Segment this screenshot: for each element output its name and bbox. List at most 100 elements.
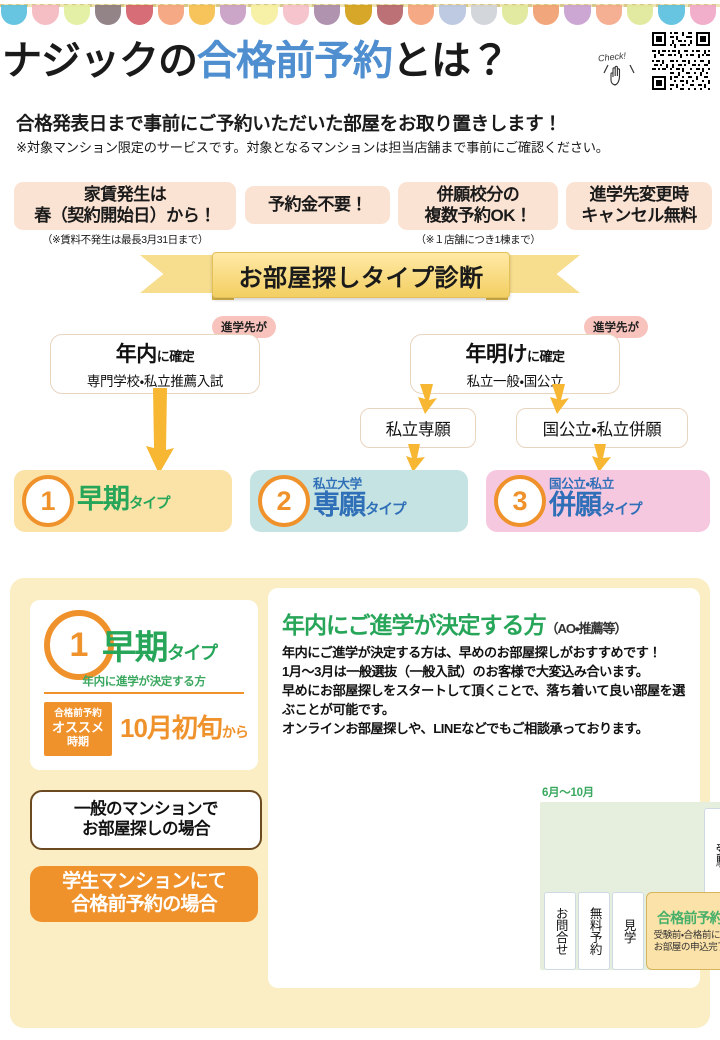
flow-left-strong: 年内 xyxy=(115,343,158,366)
benefit-pill-text: 併願校分の複数予約OK！ xyxy=(424,185,533,225)
row-label-student-l1: 学生マンションにて xyxy=(62,871,227,893)
badge-line-1: 合格前予約 xyxy=(54,708,102,720)
highlight-title: 合格前予約 xyxy=(657,910,720,927)
detail-card-number: 1 xyxy=(44,610,114,680)
flow-right-strong: 年明け xyxy=(465,343,527,366)
flow-left-rest: に確定 xyxy=(156,349,195,364)
type-card-number: 3 xyxy=(494,475,546,527)
benefit-pill: 併願校分の複数予約OK！ xyxy=(398,182,558,230)
detail-card-sub: 年内に進学が決定する方 xyxy=(82,676,206,688)
benefit-note: （※１店舗につき1棟まで） xyxy=(415,234,541,246)
detail-heading: 年内にご進学が決定する方（AO・推薦等） xyxy=(282,606,628,640)
title-highlight: 合格前予約 xyxy=(197,39,393,83)
detail-body-line: 年内にご進学が決定する方は、早めのお部屋探しがおすすめです！ xyxy=(282,645,662,660)
type-card-number: 1 xyxy=(22,475,74,527)
row-label-general-l2: お部屋探しの場合 xyxy=(82,820,211,838)
detail-heading-sup: （AO・推薦等） xyxy=(545,621,628,636)
bunting-flag xyxy=(439,5,466,25)
timeline-period-1: 6月〜10月 xyxy=(542,787,594,799)
flow-box-right-title: 年明けに確定 xyxy=(465,338,565,368)
type-card-superlabel: 私立大学 xyxy=(313,477,362,491)
timeline-r2-step-1: お問合せ xyxy=(544,892,576,970)
bunting-flag xyxy=(32,5,59,25)
recommend-badge: 合格前予約 オススメ 時期 xyxy=(44,702,112,756)
bunting-flag xyxy=(314,5,341,25)
flow-sub-box-1: 私立専願 xyxy=(360,408,476,448)
bunting-flag xyxy=(533,5,560,25)
qr-code-icon[interactable] xyxy=(650,30,712,92)
check-label: Check! xyxy=(597,50,627,64)
type-card-main: 早期タイプ xyxy=(77,483,170,514)
lead-line-1: 合格発表日まで事前にご予約いただいた部屋をお取り置きします！ xyxy=(16,113,562,134)
arrow-down-left xyxy=(146,388,174,474)
type-card-number: 2 xyxy=(258,475,310,527)
flow-sub-box-2: 国公立・私立併願 xyxy=(516,408,688,448)
bunting-flag xyxy=(251,5,278,25)
lead-text: 合格発表日まで事前にご予約いただいた部屋をお取り置きします！ ※対象マンション限… xyxy=(16,112,710,158)
type-card-main: 専願タイプ xyxy=(313,490,406,520)
bunting-flag xyxy=(595,5,623,25)
badge-line-3: 時期 xyxy=(67,736,89,749)
bunting-flag xyxy=(658,5,685,25)
timeline-r2-highlight: 合格前予約 受験前・合格前にお部屋の申込完了 xyxy=(646,892,720,970)
benefit-pill: 家賃発生は春（契約開始日）から！ xyxy=(14,182,236,230)
flow-box-left-sub: 専門学校・私立推薦入試 xyxy=(86,374,224,389)
bunting-flag xyxy=(345,5,372,25)
type-card-label: 国公立・私立併願タイプ xyxy=(549,478,642,524)
arrow-down-right xyxy=(592,444,611,472)
bunting-flag xyxy=(94,5,122,25)
detail-panel: 1 早期タイプ 年内に進学が決定する方 合格前予約 オススメ 時期 10月初旬か… xyxy=(10,578,720,1028)
benefit-pill: 予約金不要！ xyxy=(245,186,390,224)
arrow-branch-right xyxy=(550,384,569,414)
detail-body-line: 早めにお部屋探しをスタートして頂くことで、落ち着いて良い部屋を選ぶことが可能です… xyxy=(282,683,685,717)
type-card-label: 早期タイプ xyxy=(77,485,170,518)
title-suffix: とは？ xyxy=(392,39,510,83)
detail-card-main: 早期タイプ xyxy=(102,620,218,669)
detail-card-suffix: タイプ xyxy=(167,643,218,663)
bunting-flag xyxy=(470,5,497,25)
timeline-r1-step-1: 受験 xyxy=(704,808,720,902)
timeline-r2-step-3: 見学 xyxy=(612,892,644,970)
row-label-general: 一般のマンションでお部屋探しの場合 xyxy=(30,790,262,850)
ribbon-banner: お部屋探しタイプ診断 xyxy=(212,252,510,298)
bunting-flag xyxy=(501,5,529,25)
benefit-pill-text: 予約金不要！ xyxy=(268,194,368,214)
detail-card-main-text: 早期 xyxy=(102,629,169,667)
bunting-flag xyxy=(188,5,216,25)
highlight-detail: 受験前・合格前にお部屋の申込完了 xyxy=(653,930,720,953)
detail-type-card: 1 早期タイプ 年内に進学が決定する方 合格前予約 オススメ 時期 10月初旬か… xyxy=(30,600,258,770)
bunting-flag xyxy=(564,5,591,25)
bunting-flag xyxy=(282,5,310,25)
detail-body-text: 年内にご進学が決定する方は、早めのお部屋探しがおすすめです！ 1月〜3月は一般選抜… xyxy=(282,643,688,738)
bunting-flag xyxy=(220,5,247,25)
bunting-flag xyxy=(63,5,90,25)
row-label-general-l1: 一般のマンションで xyxy=(74,800,219,819)
flow-box-left: 年内に確定 専門学校・私立推薦入試 xyxy=(50,334,260,394)
flow-box-right-sub: 私立一般・国公立 xyxy=(466,374,564,389)
bunting-flag xyxy=(627,5,654,25)
recommend-timing: 10月初旬から xyxy=(120,708,249,745)
ribbon-tail-left xyxy=(140,255,218,293)
detail-body-line: 1月〜3月は一般選抜（一般入試）のお客様で大変込み合います。 xyxy=(282,664,649,679)
benefit-pill-text: 進学先変更時キャンセル無料 xyxy=(581,185,697,225)
timeline-chart: 6月〜10月 11月〜12月 3月〜4月 受験 合格 お問合せ 来店 見学 申込… xyxy=(540,784,720,984)
check-hand-icon: Check! xyxy=(596,50,646,88)
bunting-flag xyxy=(1,5,28,25)
timing-suffix: から xyxy=(221,724,249,740)
arrow-down-mid xyxy=(406,444,425,472)
bunting-flag xyxy=(407,5,435,25)
ribbon-tail-right xyxy=(502,255,580,293)
flow-box-right: 年明けに確定 私立一般・国公立 xyxy=(410,334,620,394)
row-label-student: 学生マンションにて合格前予約の場合 xyxy=(30,866,258,922)
detail-description-card: 年内にご進学が決定する方（AO・推薦等） 年内にご進学が決定する方は、早めのお部… xyxy=(268,588,720,988)
flow-box-left-title: 年内に確定 xyxy=(116,338,195,368)
type-card-label: 私立大学専願タイプ xyxy=(313,478,406,524)
benefit-note: （※賃料不発生は最長3月31日まで） xyxy=(41,234,209,246)
bunting-decoration xyxy=(0,0,720,26)
page-title: ナジックの合格前予約とは？ xyxy=(0,30,720,92)
badge-line-2: オススメ xyxy=(51,719,104,735)
